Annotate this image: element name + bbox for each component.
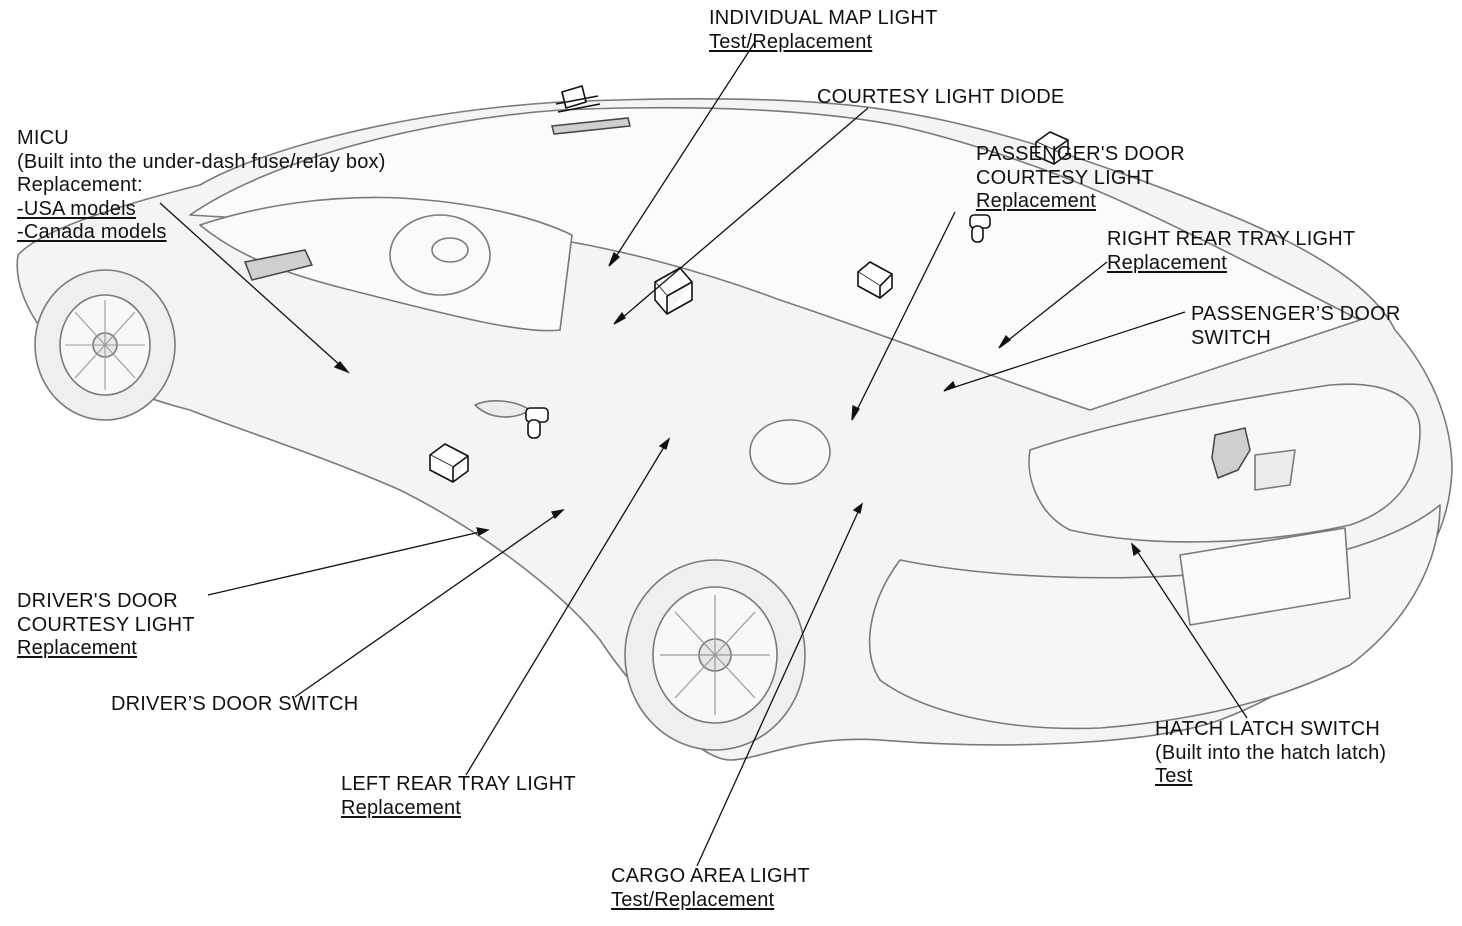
switch-icon-passenger	[969, 214, 991, 243]
passenger-courtesy-link[interactable]: Replacement	[976, 190, 1097, 212]
courtesy-diode-callout: COURTESY LIGHT DIODE	[817, 86, 1064, 110]
door-box-icon	[429, 443, 469, 483]
driver-courtesy-line1: DRIVER'S DOOR	[17, 590, 178, 612]
driver-courtesy-line2: COURTESY LIGHT	[17, 613, 195, 636]
right-tray-link[interactable]: Replacement	[1107, 251, 1228, 274]
cargo-link[interactable]: Test/Replacement	[611, 888, 775, 911]
right-tray-title: RIGHT REAR TRAY LIGHT	[1107, 228, 1356, 250]
micu-link-canada[interactable]: -Canada models	[17, 221, 167, 243]
cargo-title: CARGO AREA LIGHT	[611, 865, 810, 887]
tray-light-blob	[1211, 427, 1251, 480]
hatch-link[interactable]: Test	[1155, 765, 1193, 787]
cargo-callout: CARGO AREA LIGHT Test/Replacement	[611, 865, 810, 912]
map-light-title: INDIVIDUAL MAP LIGHT	[709, 7, 938, 29]
fuse-box	[243, 249, 314, 281]
fuel-door	[749, 419, 831, 485]
right-tray-box-icon	[857, 261, 893, 299]
driver-courtesy-link[interactable]: Replacement	[17, 637, 138, 659]
driver-switch-callout: DRIVER’S DOOR SWITCH	[111, 693, 358, 717]
hatch-callout: HATCH LATCH SWITCH (Built into the hatch…	[1155, 718, 1386, 789]
passenger-switch-line1: PASSENGER’S DOOR	[1191, 303, 1401, 325]
left-tray-callout: LEFT REAR TRAY LIGHT Replacement	[341, 773, 576, 820]
driver-courtesy-callout: DRIVER'S DOOR COURTESY LIGHT Replacement	[17, 590, 195, 661]
map-light-callout: INDIVIDUAL MAP LIGHT Test/Replacement	[709, 7, 938, 54]
glass-roof	[189, 106, 1361, 411]
switch-icon-driver	[525, 407, 549, 439]
passenger-switch-callout: PASSENGER’S DOOR SWITCH	[1191, 303, 1401, 350]
passenger-courtesy-callout: PASSENGER'S DOOR COURTESY LIGHT Replacem…	[976, 143, 1185, 214]
right-tray-callout: RIGHT REAR TRAY LIGHT Replacement	[1107, 228, 1355, 275]
passenger-courtesy-line1: PASSENGER'S DOOR	[976, 143, 1185, 165]
passenger-switch-line2: SWITCH	[1191, 326, 1272, 349]
passenger-courtesy-line2: COURTESY LIGHT	[976, 166, 1154, 189]
hatch-title: HATCH LATCH SWITCH	[1155, 718, 1381, 740]
micu-link-usa[interactable]: -USA models	[17, 197, 136, 220]
micu-title: MICU	[17, 127, 69, 149]
left-tray-link[interactable]: Replacement	[341, 796, 462, 819]
micu-sub: Replacement:	[17, 174, 143, 196]
map-light-housing	[551, 117, 631, 135]
driver-switch-title: DRIVER’S DOOR SWITCH	[111, 693, 359, 715]
micu-callout: MICU (Built into the under-dash fuse/rel…	[17, 127, 386, 245]
left-tray-title: LEFT REAR TRAY LIGHT	[341, 773, 576, 795]
courtesy-light-diode-icon	[654, 267, 693, 315]
map-light-link[interactable]: Test/Replacement	[709, 30, 873, 53]
micu-note: (Built into the under-dash fuse/relay bo…	[17, 150, 386, 173]
hatch-note: (Built into the hatch latch)	[1155, 741, 1387, 764]
courtesy-diode-title: COURTESY LIGHT DIODE	[817, 86, 1065, 108]
map-light-bulb-icon	[555, 85, 601, 113]
dome-box-icon	[1035, 131, 1069, 165]
